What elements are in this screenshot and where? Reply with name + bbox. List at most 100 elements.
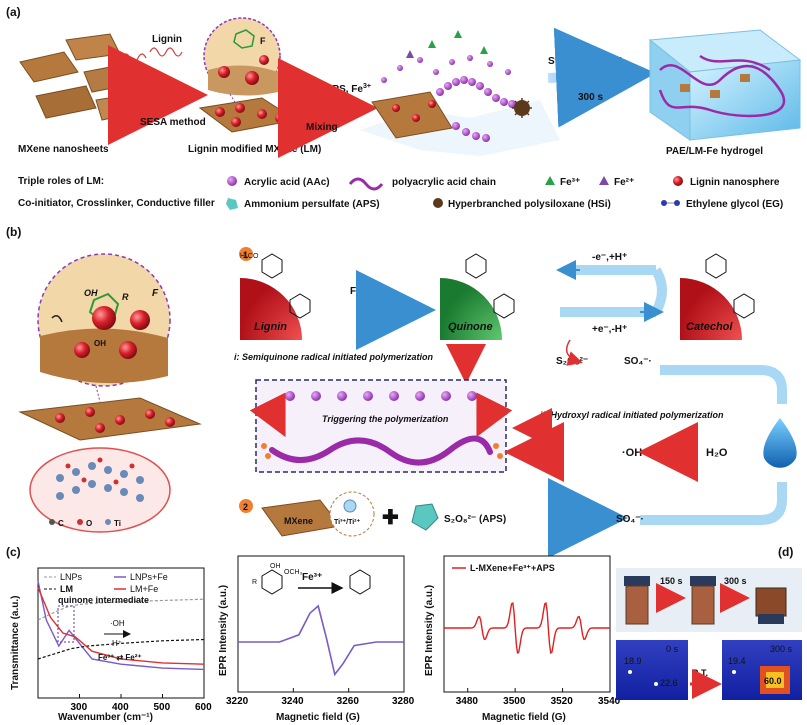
- mixing-label: Mixing: [306, 122, 338, 133]
- quinone-quarter: [440, 278, 502, 340]
- uv-legend-0: LNPs: [60, 572, 83, 582]
- epr1-oh: OH: [270, 563, 281, 570]
- t300b-label: 300 s: [770, 644, 793, 654]
- b-mxene-sheet: [18, 397, 202, 441]
- reagents-label: AAc, APS, Fe3+: [300, 83, 371, 95]
- legend-ti: Ti: [114, 519, 121, 528]
- hydroxyl-text: ii: Hydroxyl radical initiated polymeriz…: [540, 410, 724, 420]
- b-zoom-circle: OH R F OH: [37, 253, 171, 403]
- quinone-quarter-label: Quinone: [448, 321, 493, 333]
- uv-series-3: [37, 587, 205, 665]
- uv-series-0: [37, 598, 205, 621]
- uv-fe: Fe³⁺ ⇄ Fe²⁺: [98, 653, 142, 662]
- lignin-ns-legend-icon: [673, 176, 683, 186]
- b-r-label: R: [122, 292, 129, 302]
- aac-legend-icon: [227, 176, 237, 186]
- epr1-frame: [237, 555, 405, 693]
- epr1-ylabel: EPR Intensity (a.u.): [218, 585, 229, 676]
- epr1-r: R: [252, 579, 257, 586]
- legend-lignin-ns: Lignin nanosphere: [690, 177, 780, 188]
- fe2-legend-icon: [599, 176, 609, 185]
- step1-badge: [239, 247, 253, 261]
- paa-legend-icon: [348, 177, 384, 191]
- ti-bubble: [329, 491, 375, 537]
- red-label: +e⁻,-H⁺: [592, 324, 627, 335]
- panel-b-label: (b): [6, 225, 21, 239]
- hsi-legend-icon: [433, 198, 443, 208]
- uv-legend-3: LM+Fe: [130, 584, 158, 594]
- uv-xtick-label: 300: [71, 702, 88, 713]
- epr2-legend: L-MXene+Fe³⁺+APS: [470, 563, 555, 573]
- uv-legend: LNPs LNPs+Fe LM LM+Fe: [44, 572, 168, 594]
- aps-legend-icon: [226, 198, 238, 210]
- fe3-legend-icon: [545, 176, 555, 185]
- ox-label: -e⁻,+H⁺: [592, 252, 627, 263]
- lignin-squiggle: [121, 53, 147, 63]
- temp2-label: 22.6: [660, 678, 678, 688]
- t300-label: 300 s: [724, 576, 747, 586]
- legend-o: O: [86, 519, 92, 528]
- quinone-structure: [465, 253, 515, 319]
- so4-label: SO₄⁻·: [624, 356, 652, 367]
- trigger-text: Triggering the polymerization: [322, 414, 449, 424]
- arrow-standing: [547, 27, 656, 128]
- uv-xtick-label: 500: [154, 702, 171, 713]
- sesa-label: SESA method: [140, 117, 206, 128]
- epr2-xtick-label: 3520: [551, 696, 574, 707]
- aps-label: S₂O₈²⁻ (APS): [444, 514, 506, 525]
- epr1-xtick-label: 3280: [392, 696, 415, 707]
- h2o-label: H₂O: [706, 447, 728, 459]
- arrow-trigger-right: [476, 392, 513, 438]
- epr1-xtick-label: 3220: [226, 696, 249, 707]
- water-drop-icon: [763, 418, 797, 468]
- uv-ylabel: Transmittance (a.u.): [10, 596, 21, 690]
- legend-aac: Acrylic acid (AAc): [244, 177, 330, 188]
- uv-h: H⁺: [112, 639, 122, 648]
- mixing-sheet: [360, 30, 560, 156]
- epr1-xtick-label: 3240: [281, 696, 304, 707]
- legend-aps: Ammonium persulfate (APS): [244, 199, 380, 210]
- legend-eg: Ethylene glycol (EG): [686, 199, 783, 210]
- polymer-chain: [269, 435, 493, 466]
- lignin-och3-label: H₃CO: [240, 253, 259, 260]
- epr2-frame: [443, 555, 611, 693]
- legend-hsi: Hyperbranched polysiloxane (HSi): [448, 199, 611, 210]
- vial-2: [755, 587, 787, 624]
- step1-label: 1: [243, 250, 248, 260]
- uv-annotation: quinone intermediate: [58, 595, 149, 605]
- vial-0: [624, 576, 650, 625]
- b-oh2-label: OH: [94, 339, 106, 348]
- step2-badge: [239, 499, 253, 513]
- hydrogel-cube: [648, 29, 802, 141]
- plus-icon: ✚: [382, 507, 399, 529]
- uv-box: [57, 605, 75, 643]
- epr2-xtick-label: 3500: [503, 696, 526, 707]
- uv-oh: ·OH: [110, 619, 125, 628]
- step2-label: 2: [243, 502, 248, 512]
- monomers-row: [285, 391, 477, 401]
- panel-c-label: (c): [6, 545, 21, 559]
- temp4-label: 60.0: [764, 676, 782, 686]
- catechol-quarter: [680, 278, 742, 340]
- epr2-xtick-label: 3540: [598, 696, 621, 707]
- lm-zoom-bubble: F: [203, 17, 281, 105]
- step2-mxene-label: MXene: [284, 516, 313, 526]
- epr1-series: [238, 604, 404, 677]
- uv-xtick-label: 600: [195, 702, 212, 713]
- arrow-s2o8: [565, 339, 583, 366]
- lignin-squiggle: [149, 47, 183, 57]
- b-ho-label: OH: [84, 288, 98, 298]
- flow-bottom: [640, 482, 787, 525]
- temp3-label: 19.4: [728, 656, 746, 666]
- oh-radical-label: ·OH: [622, 447, 642, 459]
- uv-xlabel: Wavenumber (cm⁻¹): [58, 712, 153, 723]
- lignin-quarter: [240, 278, 302, 340]
- epr1-reagent: Fe³⁺: [302, 572, 322, 583]
- epr2-series: [444, 601, 610, 655]
